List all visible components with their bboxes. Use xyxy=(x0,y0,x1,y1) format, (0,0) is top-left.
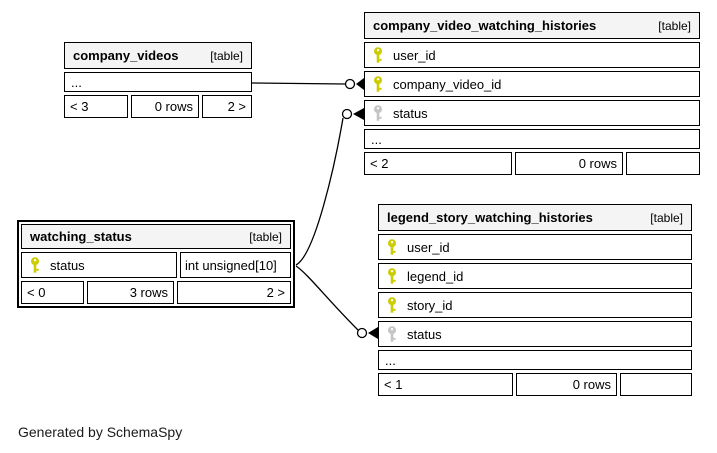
primary-key-icon xyxy=(373,47,383,63)
hidden-columns-ellipsis: ... xyxy=(64,72,252,92)
table-stats: < 1 0 rows xyxy=(378,373,692,396)
relationship-line xyxy=(251,82,359,331)
relationship-endpoints xyxy=(341,78,378,339)
column-name: status xyxy=(50,257,85,273)
column-row: user_id xyxy=(364,42,700,68)
related-in-count: < 1 xyxy=(378,373,513,396)
column-name-cell: status xyxy=(21,252,177,278)
table-legend-story-watching-histories[interactable]: legend_story_watching_histories [table] … xyxy=(378,204,692,396)
table-header[interactable]: legend_story_watching_histories [table] xyxy=(378,204,692,231)
related-in-count: < 2 xyxy=(364,152,512,175)
table-stats: < 2 0 rows xyxy=(364,152,700,175)
table-stats: < 3 0 rows 2 > xyxy=(64,95,252,118)
schemaspy-credit: Generated by SchemaSpy xyxy=(18,424,183,440)
row-count: 0 rows xyxy=(515,152,623,175)
primary-key-icon xyxy=(373,76,383,92)
column-row: status xyxy=(364,100,700,126)
table-type-label: [table] xyxy=(650,210,683,225)
table-name: company_video_watching_histories xyxy=(373,18,597,33)
row-count: 3 rows xyxy=(87,281,174,304)
column-name: status xyxy=(407,326,442,342)
related-in-count: < 3 xyxy=(64,95,128,118)
related-out-count xyxy=(626,152,700,175)
column-row: user_id xyxy=(378,234,692,260)
column-row: story_id xyxy=(378,292,692,318)
related-in-count: < 0 xyxy=(21,281,84,304)
table-company-video-watching-histories[interactable]: company_video_watching_histories [table]… xyxy=(364,12,700,175)
column-name: status xyxy=(393,105,428,121)
column-row: legend_id xyxy=(378,263,692,289)
table-type-label: [table] xyxy=(249,229,282,244)
column-name: user_id xyxy=(393,47,436,63)
table-watching-status[interactable]: watching_status [table] status int unsig… xyxy=(17,220,295,308)
table-stats: < 0 3 rows 2 > xyxy=(21,281,291,304)
related-out-count xyxy=(620,373,692,396)
column-name: story_id xyxy=(407,297,453,313)
primary-key-icon xyxy=(387,297,397,313)
column-type: int unsigned[10] xyxy=(180,252,291,278)
foreign-key-icon xyxy=(373,105,383,121)
column-row: company_video_id xyxy=(364,71,700,97)
related-out-count: 2 > xyxy=(202,95,252,118)
column-row: status xyxy=(378,321,692,347)
column-name: user_id xyxy=(407,239,450,255)
column-name: legend_id xyxy=(407,268,464,284)
row-count: 0 rows xyxy=(516,373,617,396)
related-out-count: 2 > xyxy=(177,281,291,304)
column-name: company_video_id xyxy=(393,76,502,92)
primary-key-icon xyxy=(30,257,40,273)
hidden-columns-ellipsis: ... xyxy=(378,350,692,370)
table-name: company_videos xyxy=(73,48,179,63)
hidden-columns-ellipsis: ... xyxy=(364,129,700,149)
table-type-label: [table] xyxy=(658,18,691,33)
table-company-videos[interactable]: company_videos [table] ... < 3 0 rows 2 … xyxy=(64,42,252,118)
table-header[interactable]: company_video_watching_histories [table] xyxy=(364,12,700,39)
foreign-key-icon xyxy=(387,326,397,342)
table-type-label: [table] xyxy=(210,48,243,63)
table-header[interactable]: company_videos [table] xyxy=(64,42,252,69)
table-name: legend_story_watching_histories xyxy=(387,210,593,225)
table-name: watching_status xyxy=(30,229,132,244)
row-count: 0 rows xyxy=(131,95,199,118)
primary-key-icon xyxy=(387,268,397,284)
primary-key-icon xyxy=(387,239,397,255)
column-row: status int unsigned[10] xyxy=(21,252,291,278)
table-header[interactable]: watching_status [table] xyxy=(21,224,291,249)
